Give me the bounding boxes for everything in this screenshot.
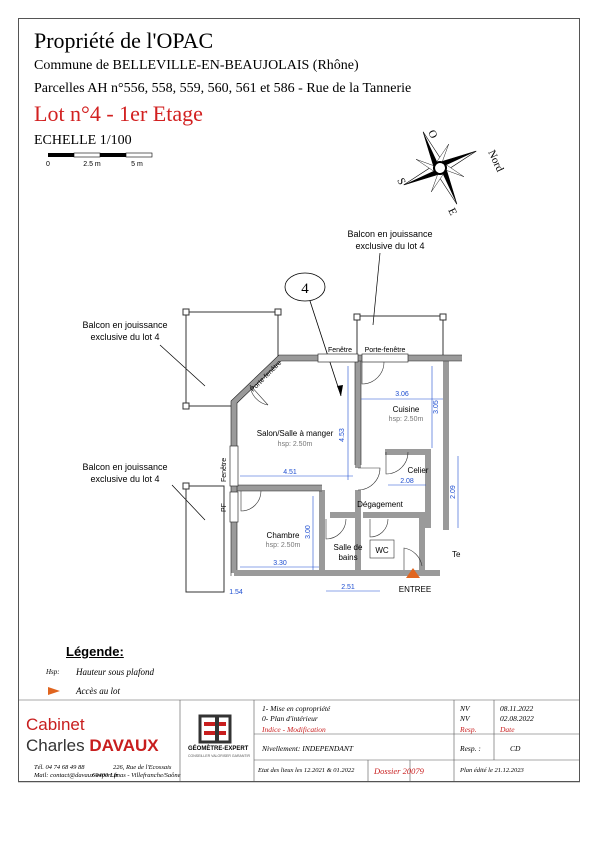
dossier: Dossier 20079	[374, 766, 424, 776]
room-sdb-1: Salle de	[334, 543, 363, 552]
lot-title: Lot n°4 - 1er Etage	[34, 101, 203, 126]
date-2: 02.08.2022	[500, 714, 534, 723]
resp-label: Resp. :	[460, 744, 481, 753]
company-addr2: 69400 Limas - Villefranche/Saône	[92, 772, 181, 779]
commune-line: Commune de BELLEVILLE-EN-BEAUJOLAIS (Rhô…	[34, 58, 359, 73]
balcon-label-top-1: Balcon en jouissance	[347, 229, 432, 239]
balcon-label-left-1: Balcon en jouissance	[82, 320, 167, 330]
date-1: 08.11.2022	[500, 704, 534, 713]
dim-2-09: 2.09	[450, 485, 457, 499]
dim-3-00: 3.00	[305, 525, 312, 539]
room-salon: Salon/Salle à manger	[257, 429, 334, 438]
resp-nv-2: NV	[460, 714, 470, 723]
fenetre-top-label: Fenêtre	[328, 347, 352, 354]
svg-text:4: 4	[301, 281, 309, 297]
geometre-label: GÉOMÈTRE-EXPERT	[188, 746, 249, 752]
balcon-label-left-4: exclusive du lot 4	[90, 474, 159, 484]
compass-south: S	[394, 176, 407, 187]
legend-title: Légende:	[66, 644, 124, 659]
indice-label: Indice - Modification	[262, 725, 326, 734]
company-name: Charles DAVAUX	[26, 736, 159, 756]
page-title: Propriété de l'OPAC	[34, 28, 214, 53]
room-celier: Celier	[408, 466, 429, 475]
porte-fenetre-top-label: Porte-fenêtre	[365, 347, 406, 354]
balcony-left-bottom	[182, 482, 225, 593]
dim-2-08: 2.08	[400, 478, 414, 485]
room-wc: WC	[375, 546, 389, 555]
scale-title: ECHELLE 1/100	[34, 133, 132, 148]
resp-header: Resp.	[460, 725, 477, 734]
geometre-sub: CONSEILLER VALORISER GARANTIR	[188, 754, 250, 758]
room-te: Te	[452, 550, 461, 559]
date-header: Date	[500, 725, 515, 734]
dim-2-51: 2.51	[341, 584, 355, 591]
company-charles: Charles	[26, 736, 85, 755]
company-mail: Mail: contact@davaux-expert.fr	[34, 772, 119, 779]
dim-1-54: 1.54	[229, 589, 243, 596]
scale-tick-0: 0	[46, 161, 50, 168]
company-tel: Tél. 04 74 68 49 88	[34, 764, 85, 771]
room-sdb-2: bains	[338, 553, 357, 562]
room-chambre: Chambre	[267, 531, 300, 540]
resp-nv-1: NV	[460, 704, 470, 713]
legend-arrow-icon	[48, 687, 60, 695]
nivellement: Nivellement: INDEPENDANT	[262, 744, 354, 753]
company-addr1: 226, Rue de l'Ecossais	[113, 764, 172, 771]
geometre-logo-icon	[198, 714, 232, 744]
lot-marker: 4	[284, 272, 343, 397]
legend-hsp-key: Hsp:	[46, 668, 60, 676]
company-cabinet: Cabinet	[26, 715, 85, 734]
parcelles-line: Parcelles AH n°556, 558, 559, 560, 561 e…	[34, 81, 412, 96]
room-cuisine: Cuisine	[393, 405, 420, 414]
door-swings	[240, 361, 423, 570]
windows	[229, 353, 409, 523]
porte-fenetre-diag-label: Porte-fenêtre	[249, 360, 283, 394]
scale-bar: 0 2.5 m 5 m	[46, 152, 153, 168]
entree-arrow-icon	[406, 568, 420, 578]
balcon-label-left-3: Balcon en jouissance	[82, 462, 167, 472]
compass-rose-icon	[403, 131, 477, 205]
scale-tick-2-5: 2.5 m	[83, 161, 101, 168]
room-cuisine-hsp: hsp: 2.50m	[389, 416, 424, 423]
sheet-frame	[18, 18, 580, 782]
resp-cd: CD	[510, 744, 521, 753]
compass-east: E	[445, 206, 459, 217]
dim-4-51: 4.51	[283, 469, 297, 476]
dim-3-05: 3.05	[433, 400, 440, 414]
dim-4-53: 4.53	[339, 428, 346, 442]
mod-1: 1- Mise en copropriété	[262, 704, 331, 713]
room-salon-hsp: hsp: 2.50m	[278, 441, 313, 448]
room-chambre-hsp: hsp: 2.50m	[266, 542, 301, 549]
balcony-top	[353, 313, 447, 359]
fenetre-left-label: Fenêtre	[221, 458, 228, 482]
company-davaux: DAVAUX	[89, 736, 159, 755]
balcony-left-top	[182, 308, 282, 410]
mod-0: 0- Plan d'intérieur	[262, 714, 318, 723]
title-block-lines	[18, 699, 580, 783]
plan-edite: Plan édité le 21.12.2023	[460, 767, 524, 774]
balcon-label-left-2: exclusive du lot 4	[90, 332, 159, 342]
legend-hsp-desc: Hauteur sous plafond	[76, 667, 155, 677]
scale-tick-5: 5 m	[131, 161, 143, 168]
pf-label: PF	[221, 503, 228, 512]
dim-3-06: 3.06	[395, 391, 409, 398]
walls	[231, 355, 462, 576]
balcon-label-top-2: exclusive du lot 4	[355, 241, 424, 251]
room-entree: ENTREE	[399, 585, 431, 594]
compass-north: Nord	[485, 148, 506, 174]
etat-des-lieux: Etat des lieux les 12.2021 & 01.2022	[258, 767, 355, 774]
room-degagement: Dégagement	[357, 500, 404, 509]
legend-acces: Accès au lot	[76, 686, 120, 696]
dim-3-30: 3.30	[273, 560, 287, 567]
